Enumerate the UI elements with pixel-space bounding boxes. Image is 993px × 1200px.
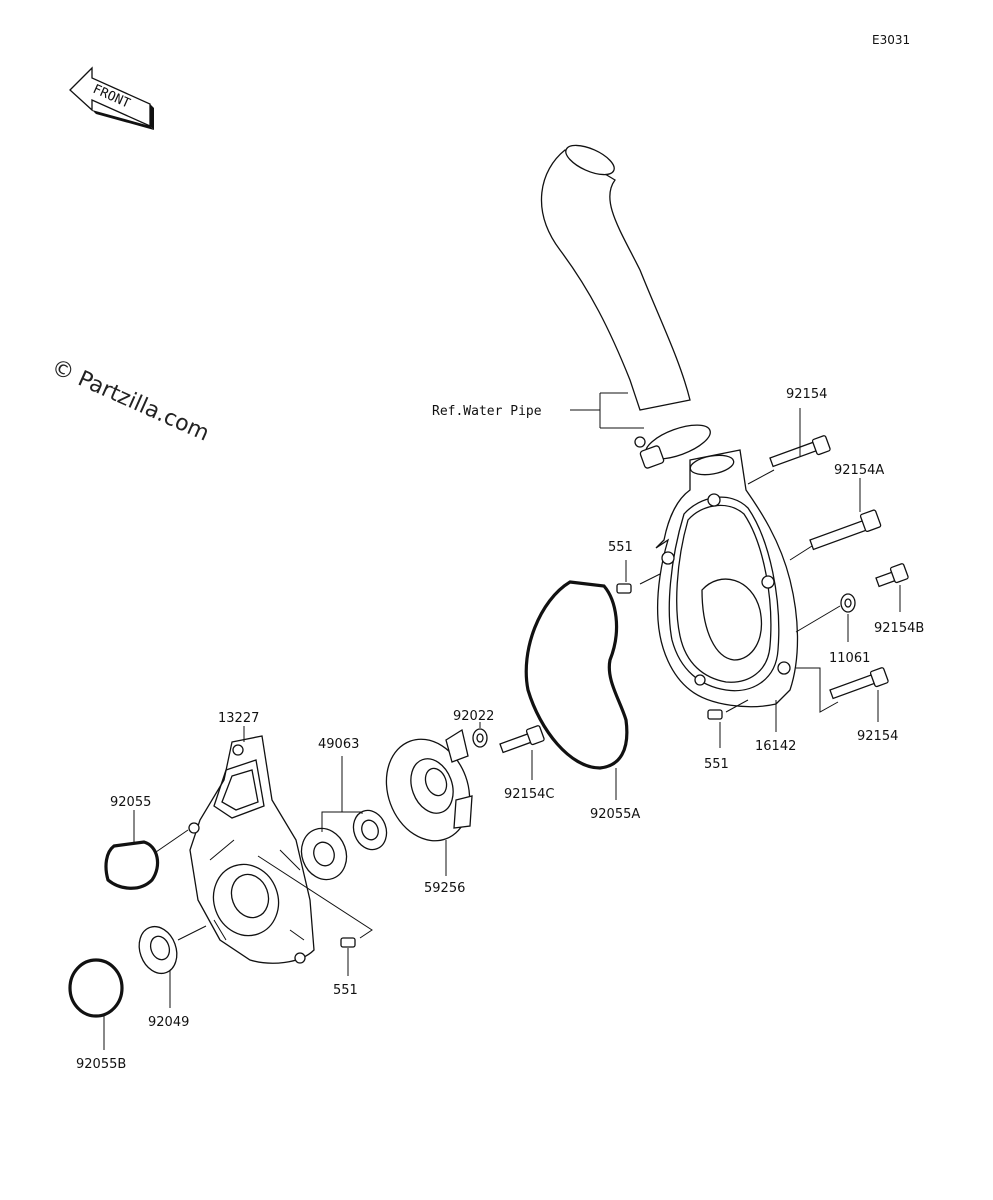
washer-11061: [840, 593, 856, 613]
label-92154-top: 92154: [786, 387, 827, 402]
label-92055B: 92055B: [76, 1057, 126, 1072]
washer-92022: [472, 728, 488, 748]
diagram-code: E3031: [872, 33, 910, 47]
label-92022: 92022: [453, 709, 494, 724]
oil-seal-92049: [138, 925, 178, 975]
label-13227: 13227: [218, 711, 259, 726]
gasket-92055A: [524, 580, 629, 770]
mechanical-seal-49063: [300, 809, 388, 881]
pump-housing-13227: [188, 735, 315, 964]
bolt-92154-bottom: [829, 667, 889, 700]
label-92154B: 92154B: [874, 621, 924, 636]
dowel-551-bottom: [340, 937, 356, 948]
label-92049: 92049: [148, 1015, 189, 1030]
bolt-92154A: [809, 509, 882, 551]
label-92154C: 92154C: [504, 787, 554, 802]
dowel-551-top: [616, 583, 632, 594]
impeller-59256: [385, 728, 473, 842]
label-92154A: 92154A: [834, 463, 884, 478]
label-92055: 92055: [110, 795, 151, 810]
label-59256: 59256: [424, 881, 465, 896]
o-ring-92055B: [68, 958, 124, 1018]
dowel-551-mid: [707, 709, 723, 720]
label-92055A: 92055A: [590, 807, 640, 822]
bolt-92154B: [875, 563, 909, 588]
label-551-bottom: 551: [333, 983, 358, 998]
water-pump-cover: [655, 449, 799, 708]
ref-water-pipe-label: Ref.Water Pipe: [432, 404, 542, 419]
label-92154-bottom: 92154: [857, 729, 898, 744]
watermark: © Partzilla.com: [48, 355, 213, 447]
water-pipe-hose: [540, 144, 691, 411]
bolt-92154-top: [769, 435, 831, 468]
label-11061: 11061: [829, 651, 870, 666]
gasket-92055: [104, 840, 160, 890]
label-49063: 49063: [318, 737, 359, 752]
bolt-92154C: [499, 725, 545, 754]
label-16142: 16142: [755, 739, 796, 754]
hose-clamp: [634, 424, 711, 469]
label-551-mid: 551: [704, 757, 729, 772]
label-551-top: 551: [608, 540, 633, 555]
front-arrow-icon: FRONT: [69, 66, 154, 130]
